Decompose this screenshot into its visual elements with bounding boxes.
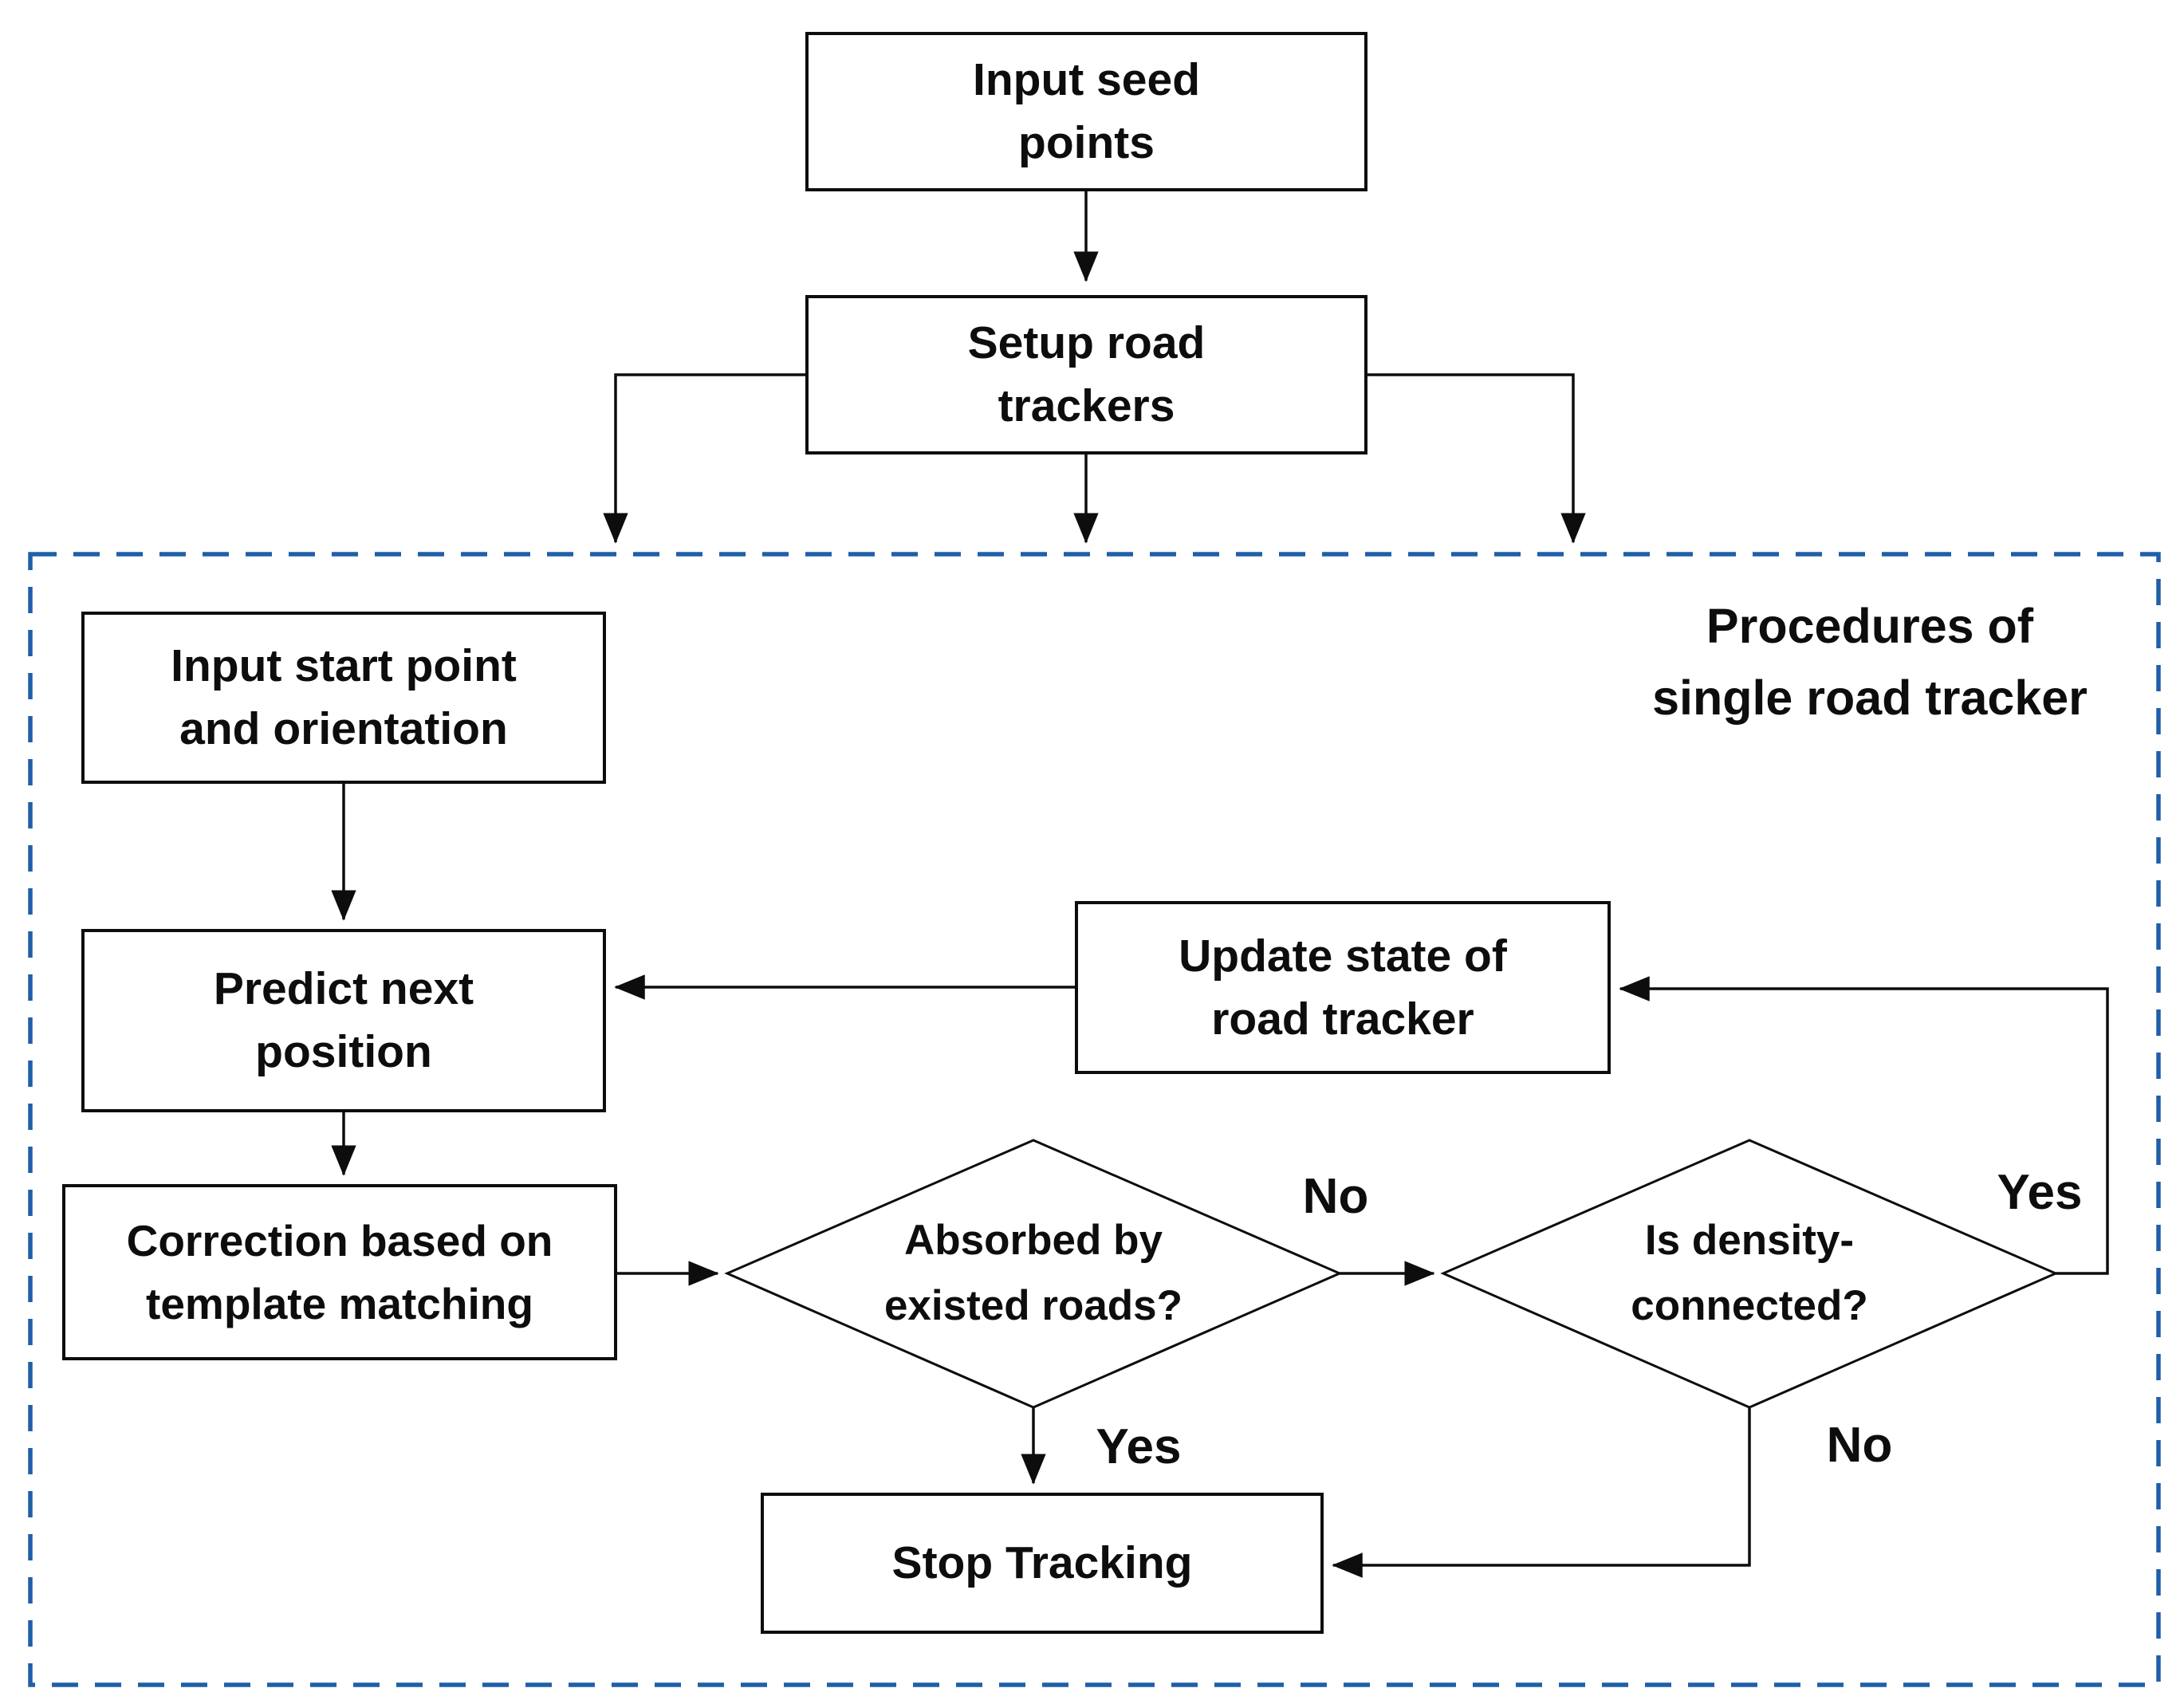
absorbed-yes-text: Yes [1096, 1419, 1182, 1474]
correction-box: Correction based on template matching [62, 1184, 617, 1360]
arrow-setup-branch-left [603, 373, 805, 544]
procedure-boundary [28, 552, 2161, 1687]
arrow-density-no-to-stop [1332, 1407, 1751, 1578]
arrow-setup-branch-right [1367, 373, 1586, 544]
update-state-box: Update state of road tracker [1075, 901, 1611, 1074]
absorbed-yes-label: Yes [1059, 1408, 1218, 1485]
input-seed-box: Input seed points [805, 32, 1367, 191]
arrow-density-yes-to-update [1619, 976, 2109, 1275]
density-no-text: No [1826, 1417, 1893, 1473]
absorbed-no-text: No [1302, 1168, 1369, 1224]
density-yes-text: Yes [1997, 1164, 2083, 1220]
absorbed-no-label: No [1256, 1158, 1415, 1234]
update-state-label: Update state of road tracker [1179, 930, 1507, 1045]
procedures-caption-text: Procedures of single road tracker [1652, 598, 2088, 725]
density-diamond-shape [1440, 1139, 2059, 1409]
predict-next-label: Predict next position [213, 963, 474, 1077]
stop-tracking-label: Stop Tracking [891, 1537, 1193, 1589]
input-seed-label: Input seed points [972, 54, 1201, 168]
stop-tracking-box: Stop Tracking [761, 1493, 1324, 1634]
input-start-label: Input start point and orientation [171, 640, 517, 754]
density-no-label: No [1780, 1407, 1939, 1483]
correction-label: Correction based on template matching [126, 1216, 553, 1328]
setup-road-box: Setup road trackers [805, 295, 1367, 454]
density-yes-label: Yes [1960, 1154, 2119, 1230]
absorbed-diamond-shape [724, 1139, 1343, 1409]
input-start-box: Input start point and orientation [81, 612, 606, 784]
predict-next-box: Predict next position [81, 929, 606, 1112]
procedures-caption: Procedures of single road tracker [1567, 586, 2173, 738]
setup-road-label: Setup road trackers [967, 317, 1206, 431]
